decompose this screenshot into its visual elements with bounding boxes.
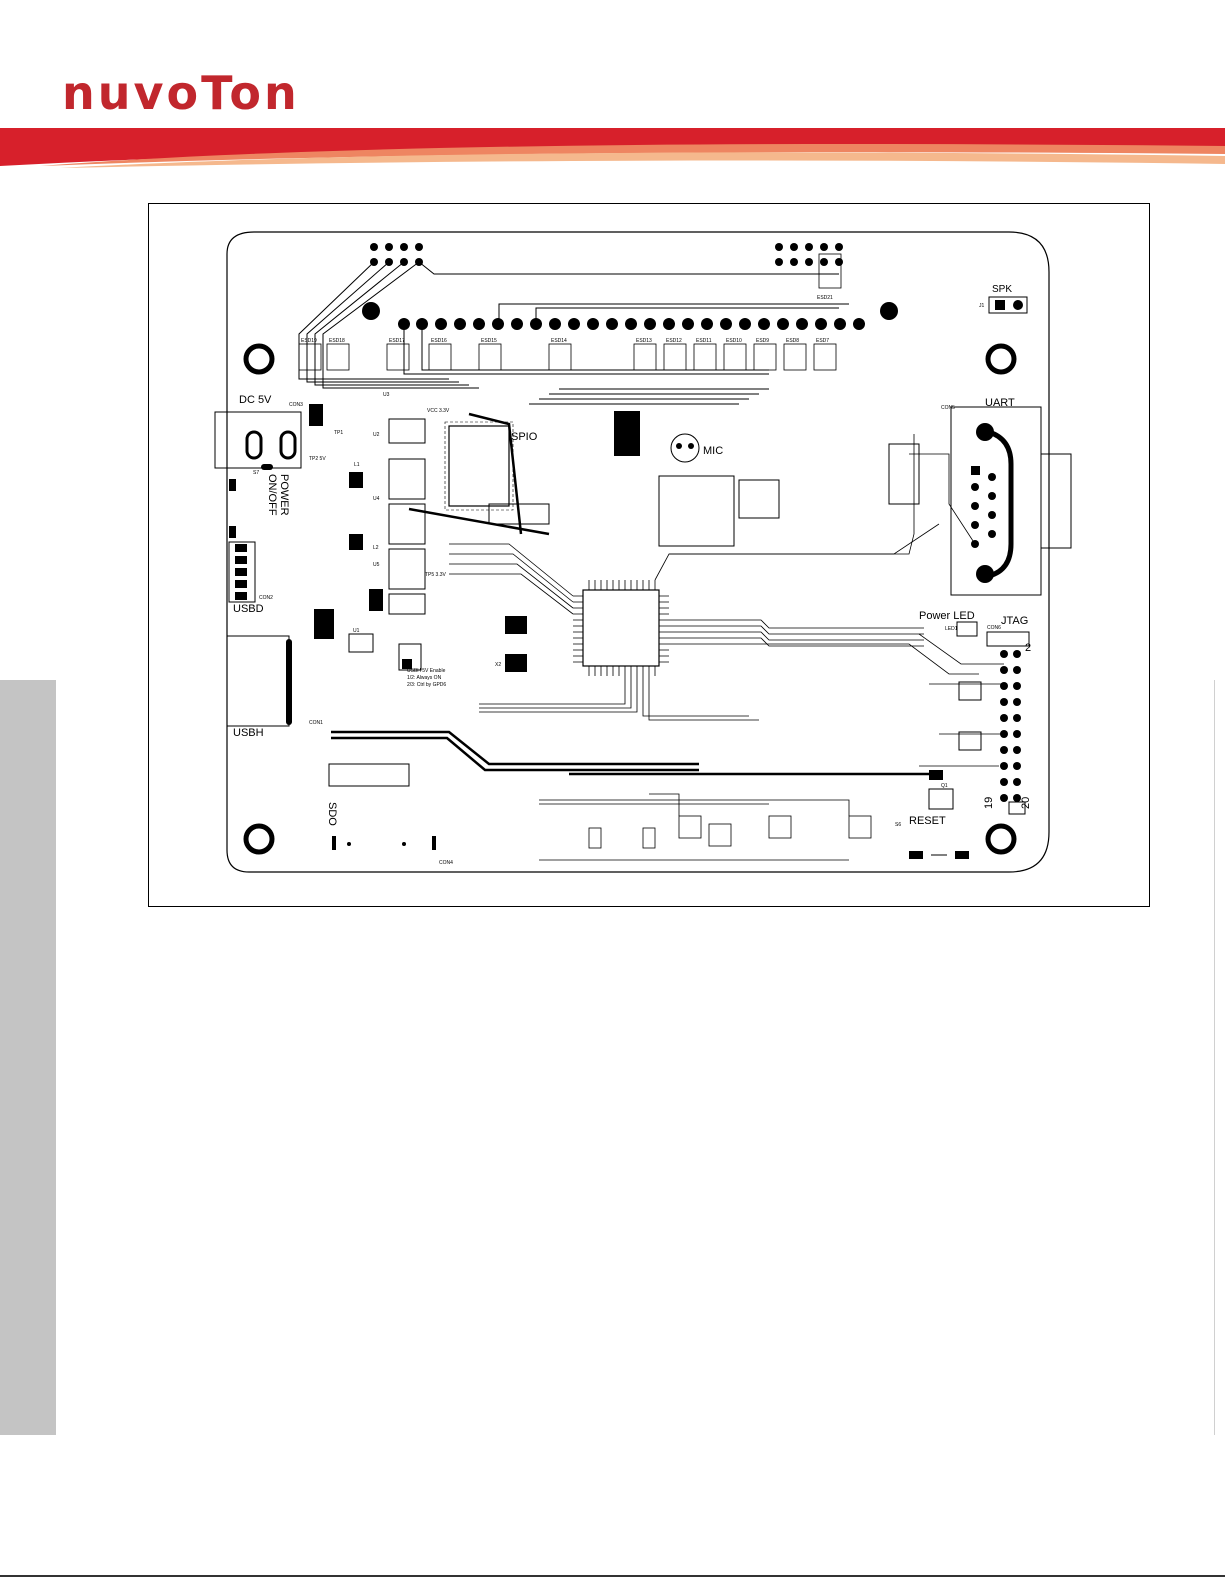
- silk-tp1: TP1: [334, 430, 343, 436]
- silk-con4: CON4: [439, 860, 453, 866]
- silk-esd11: ESD11: [696, 338, 712, 344]
- label-spio: SPIO: [511, 431, 538, 443]
- label-power: POWER: [278, 474, 290, 516]
- silk-usbh-note-1: USBH 5V Enable: [407, 668, 446, 674]
- silk-s6: S6: [895, 822, 901, 828]
- power-section: [309, 404, 426, 653]
- silk-tp5: TP5 3.3V: [425, 572, 447, 578]
- label-spk: SPK: [992, 284, 1012, 295]
- label-power-led: Power LED: [919, 610, 975, 622]
- silk-j1: J1: [979, 303, 985, 309]
- silk-esd19: ESD19: [301, 338, 317, 344]
- silk-tp2: TP2 5V: [309, 456, 326, 462]
- pcb-figure-frame: ESD19 ESD18 ESD17 ESD16 ESD15 ESD14 ESD1…: [148, 203, 1150, 907]
- silk-esd21: ESD21: [817, 295, 833, 301]
- side-rule: [1214, 680, 1215, 1435]
- label-dc-5v: DC 5V: [239, 394, 272, 406]
- silk-esd12: ESD12: [666, 338, 682, 344]
- silk-con5: CON5: [941, 405, 955, 411]
- label-reset: RESET: [909, 815, 946, 827]
- mounting-holes: [243, 343, 1017, 855]
- silk-usbh-note-3: 2/3: Ctrl by GPD6: [407, 682, 446, 688]
- silk-con1: CON1: [309, 720, 323, 726]
- uart-pins: [971, 466, 996, 548]
- label-mic: MIC: [703, 445, 723, 457]
- silk-esd17: ESD17: [389, 338, 405, 344]
- silk-u1: U1: [353, 628, 360, 634]
- silk-vcc: VCC 3.3V: [427, 408, 450, 414]
- power-traces: [331, 412, 929, 776]
- side-tab: [0, 680, 56, 1435]
- silk-usbh-note-2: 1/2: Always ON: [407, 675, 442, 681]
- silk-l2: L2: [373, 545, 379, 551]
- label-jtag-pin-2: 2: [1025, 642, 1031, 654]
- bottom-footprints: [588, 815, 872, 849]
- silk-q1: Q1: [941, 783, 948, 789]
- label-jtag-pin-19: 19: [983, 797, 995, 809]
- silk-con2: CON2: [259, 595, 273, 601]
- silk-esd18: ESD18: [329, 338, 345, 344]
- label-jtag-pin-20: 20: [1020, 797, 1032, 809]
- mcu-pins: [573, 580, 669, 676]
- silk-x2: X2: [495, 662, 501, 668]
- silk-esd10: ESD10: [726, 338, 742, 344]
- label-uart: UART: [985, 397, 1015, 409]
- top-traces: [298, 261, 849, 405]
- label-usbd: USBD: [233, 603, 264, 615]
- label-usbh: USBH: [233, 727, 264, 739]
- silk-esd9: ESD9: [756, 338, 769, 344]
- silk-esd15: ESD15: [481, 338, 497, 344]
- silk-u5: U5: [373, 562, 380, 568]
- label-on-off: ON/OFF: [266, 474, 278, 516]
- silk-esd8: ESD8: [786, 338, 799, 344]
- silk-con3: CON3: [289, 402, 303, 408]
- silk-led1: LED1: [945, 626, 958, 632]
- header-pads: [370, 243, 865, 330]
- silk-u2: U2: [373, 432, 380, 438]
- label-jtag: JTAG: [1001, 615, 1028, 627]
- nuvoton-logo: nuvoTon: [62, 66, 300, 120]
- jtag-pins: [1000, 650, 1021, 802]
- silk-esd7: ESD7: [816, 338, 829, 344]
- silk-u4: U4: [373, 496, 380, 502]
- header-banner: [0, 128, 1225, 168]
- silk-l1: L1: [354, 462, 360, 468]
- footer-rule: [0, 1575, 1225, 1577]
- esd-footprints: [298, 253, 842, 371]
- silk-con6: CON6: [987, 625, 1001, 631]
- silk-esd16: ESD16: [431, 338, 447, 344]
- silk-u3: U3: [383, 392, 390, 398]
- silk-s7: S7: [253, 470, 259, 476]
- pcb-layout-drawing: ESD19 ESD18 ESD17 ESD16 ESD15 ESD14 ESD1…: [214, 231, 1072, 873]
- mcu-traces: [449, 434, 979, 721]
- silk-esd13: ESD13: [636, 338, 652, 344]
- silk-esd14: ESD14: [551, 338, 567, 344]
- label-sdo: SDO: [326, 802, 338, 826]
